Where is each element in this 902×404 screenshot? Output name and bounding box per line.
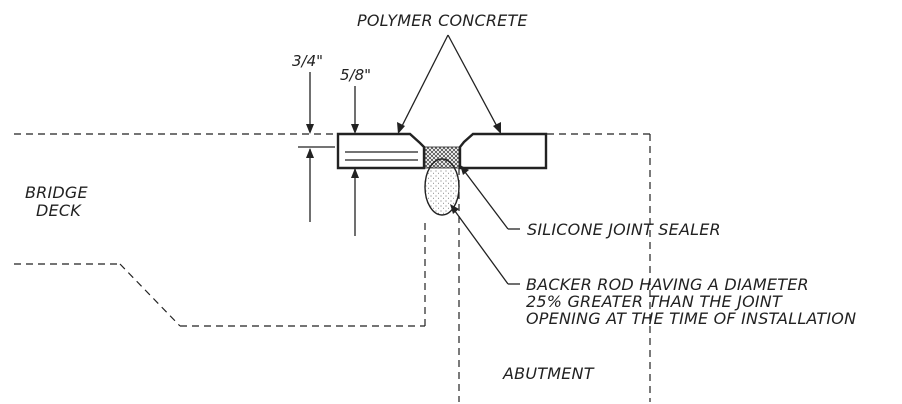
five-eighths-inch-label: 5/8" bbox=[340, 66, 371, 84]
silicone-sealer-leader bbox=[460, 165, 520, 230]
right-polymer-concrete-block bbox=[458, 132, 548, 170]
three-quarter-inch-label: 3/4" bbox=[292, 52, 323, 70]
polymer-concrete-leaders bbox=[397, 34, 501, 134]
backer-rod-label-line1: BACKER ROD HAVING A DIAMETER bbox=[526, 275, 809, 294]
backer-rod-label-line2: 25% GREATER THAN THE JOINT bbox=[526, 292, 783, 311]
dimension-three-quarter bbox=[298, 72, 335, 222]
silicone-sealer-label: SILICONE JOINT SEALER bbox=[527, 220, 721, 239]
bridge-deck-label-line2: DECK bbox=[36, 201, 82, 220]
backer-rod-label-line3: OPENING AT THE TIME OF INSTALLATION bbox=[526, 309, 856, 328]
abutment-outline bbox=[458, 133, 651, 402]
left-polymer-concrete-block bbox=[336, 132, 426, 170]
bridge-deck-outline bbox=[14, 133, 426, 327]
bridge-deck-label-line1: BRIDGE bbox=[25, 183, 89, 202]
backer-rod-leader bbox=[450, 204, 520, 285]
dimension-five-eighths bbox=[351, 86, 359, 236]
abutment-label: ABUTMENT bbox=[502, 364, 595, 383]
backer-rod bbox=[424, 158, 460, 216]
polymer-concrete-label: POLYMER CONCRETE bbox=[357, 11, 528, 30]
